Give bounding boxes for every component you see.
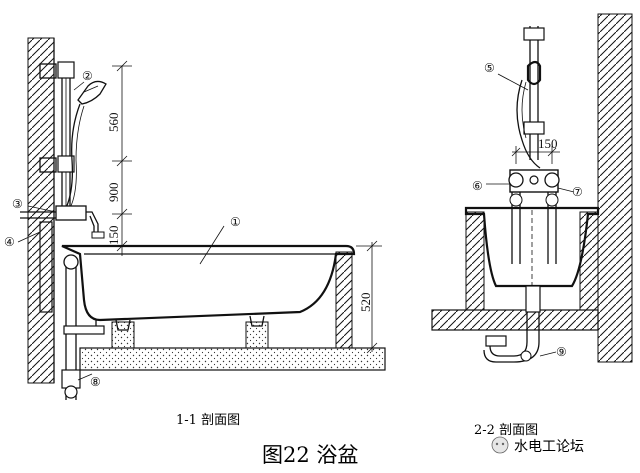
shower-hose (65, 103, 81, 209)
shower-head (77, 80, 107, 105)
callout-1: ① (230, 215, 241, 229)
p-trap (483, 341, 540, 363)
bathtub-body (61, 244, 356, 322)
dim-150-left: 150 (106, 226, 121, 246)
dim-560: 560 (106, 113, 121, 133)
tub-cross-section (464, 206, 600, 288)
callout-9: ⑨ (556, 345, 567, 359)
callout-5: ⑤ (484, 61, 495, 75)
callout-8: ⑧ (90, 375, 101, 389)
figure-title: 图22 浴盆 (262, 443, 358, 467)
right-section-view: 150 ⑤ ⑥ ⑦ ⑨ 2-2 剖面图 (431, 13, 633, 438)
callout-7: ⑦ (572, 185, 583, 199)
mixing-valve (55, 205, 87, 221)
section-label-right: 2-2 剖面图 (474, 423, 538, 438)
callout-3: ③ (12, 197, 23, 211)
left-section-view: 560 900 150 520 ① ② ③ ④ ⑧ 1-1 剖面图 (4, 37, 386, 428)
dim-150-right: 150 (538, 136, 558, 151)
left-floor-slab (79, 347, 386, 371)
callout-6: ⑥ (472, 179, 483, 193)
right-wall (597, 13, 633, 363)
chat-icon (491, 436, 509, 454)
right-floor-slab (431, 309, 599, 331)
callout-4: ④ (4, 235, 15, 249)
dim-900: 900 (106, 183, 121, 203)
watermark: 水电工论坛 (491, 436, 584, 455)
tub-apron (335, 251, 353, 349)
watermark-text: 水电工论坛 (514, 439, 584, 455)
section-label-left: 1-1 剖面图 (176, 413, 240, 428)
callout-2: ② (82, 69, 93, 83)
dim-520: 520 (358, 293, 373, 313)
shower-hose-right (516, 79, 541, 169)
